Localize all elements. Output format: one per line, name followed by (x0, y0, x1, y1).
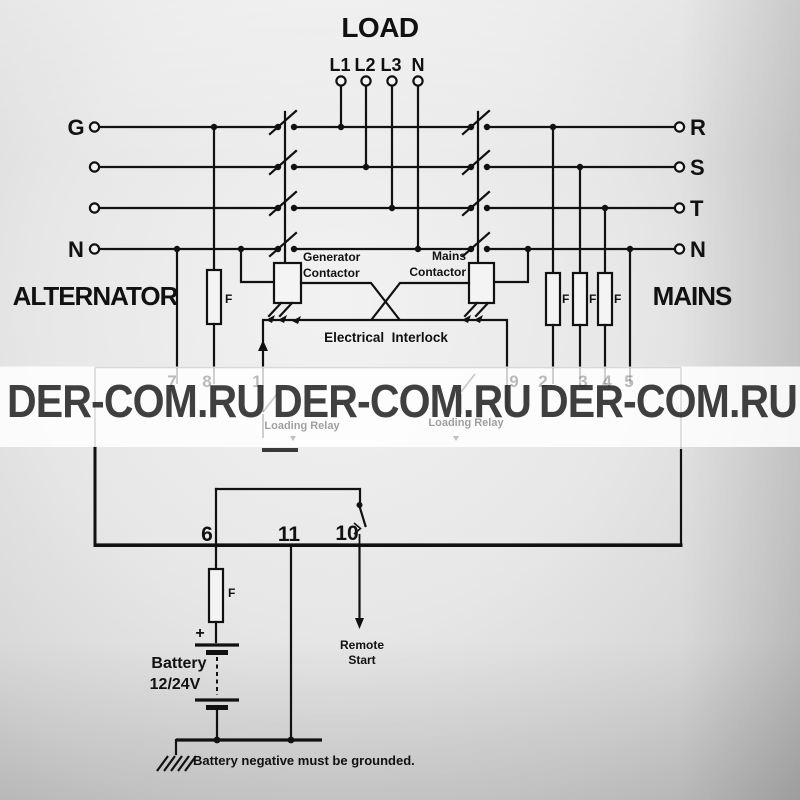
terminal-alt-2 (88, 161, 101, 173)
relay-terminal-mark (262, 448, 298, 452)
load-title: LOAD (341, 12, 419, 43)
mains-side: R S T N MAINS F F F (492, 115, 733, 368)
label-r: R (690, 115, 706, 140)
label-s: S (690, 155, 705, 180)
ghost-terminal-7: 7 (167, 372, 176, 391)
terminal-l2 (360, 75, 372, 87)
terminal-10-label: 10 (335, 522, 358, 545)
terminal-l1 (335, 75, 347, 87)
alternator-label: ALTERNATOR (13, 281, 179, 311)
mains-contactor-coil (467, 261, 496, 305)
controller-ghost: 7 8 1 9 2 3 4 5 Loading Relay Loading Re… (94, 366, 682, 449)
power-buses (98, 125, 676, 251)
fuse-mains-t (596, 271, 614, 327)
mains-contactor-label-2: Contactor (409, 265, 466, 279)
battery-circuit: F + Battery 12/24V Battery negative must… (150, 544, 415, 772)
ghost-terminal-5: 5 (624, 372, 633, 391)
terminal-r (673, 121, 686, 133)
generator-contactor-label-2: Contactor (303, 266, 360, 280)
load-terminals: LOAD L1 L2 L3 N (329, 12, 425, 253)
label-g: G (67, 115, 84, 140)
terminal-g (88, 121, 101, 133)
fuse-battery (207, 567, 225, 624)
ground-note: Battery negative must be grounded. (193, 753, 415, 768)
battery-plus-sign: + (195, 625, 204, 642)
mains-label: MAINS (653, 281, 732, 311)
loading-relay-right-label: Loading Relay (428, 417, 504, 429)
battery-label-2: 12/24V (150, 676, 201, 693)
loading-relay-left-label: Loading Relay (264, 420, 340, 432)
mains-contactor-label-1: Mains (432, 249, 466, 263)
watermark-1: DER-COM.RU (7, 375, 265, 427)
label-l1: L1 (329, 55, 350, 75)
fuse-mains-r (544, 271, 562, 327)
remote-start-label-1: Remote (340, 638, 384, 652)
terminal-6-label: 6 (201, 523, 213, 546)
generator-contactor-label-1: Generator (303, 250, 361, 264)
generator-contactor: Generator Contactor (268, 109, 361, 305)
fuse-mains-r-label: F (562, 292, 569, 306)
label-l3: L3 (380, 55, 401, 75)
label-n-top: N (412, 55, 425, 75)
terminal-11-label: 11 (278, 523, 301, 546)
watermark-text: DER-COM.RU DER-COM.RU DER-COM.RU (7, 375, 798, 427)
terminal-s (673, 161, 686, 173)
ground-symbol (156, 755, 197, 772)
ghost-terminal-8: 8 (202, 372, 211, 391)
controller-box: 6 11 10 (93, 446, 683, 547)
generator-contactor-coil (272, 261, 303, 305)
watermark-2: DER-COM.RU (273, 375, 531, 427)
alternator-side: G N ALTERNATOR F (13, 115, 276, 368)
terminal-n-right (673, 243, 686, 255)
watermark-band (0, 366, 800, 447)
fuse-genset (205, 268, 223, 326)
label-l2: L2 (354, 55, 375, 75)
terminal-t (673, 202, 686, 214)
label-n-right: N (690, 237, 706, 262)
battery-label-1: Battery (151, 655, 206, 672)
terminal-n-left (88, 243, 101, 255)
label-t: T (690, 196, 704, 221)
fuse-mains-s-label: F (589, 292, 596, 306)
mains-contactor: Mains Contactor (409, 109, 496, 305)
fuse-battery-label: F (228, 586, 235, 600)
ghost-terminal-3: 3 (578, 372, 587, 391)
fuse-mains-t-label: F (614, 292, 621, 306)
ghost-terminal-1: 1 (252, 372, 261, 391)
terminal-l3 (386, 75, 398, 87)
interlock-label: Electrical Interlock (324, 330, 448, 345)
ghost-terminal-9: 9 (509, 372, 518, 391)
ghost-terminal-2: 2 (538, 372, 547, 391)
watermark-3: DER-COM.RU (539, 375, 797, 427)
ghost-terminal-4: 4 (602, 372, 612, 391)
fuse-genset-label: F (225, 292, 232, 306)
fuse-mains-s (571, 271, 589, 327)
remote-start-label-2: Start (348, 653, 375, 667)
terminal-alt-3 (88, 202, 101, 214)
label-n-left: N (68, 237, 84, 262)
electrical-interlock: Electrical Interlock (258, 281, 509, 368)
terminal-n-top (412, 75, 424, 87)
